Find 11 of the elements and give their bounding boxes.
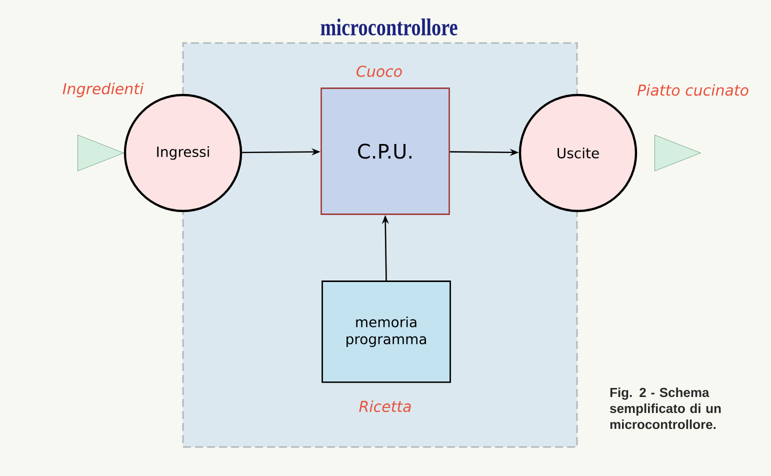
side-label: Cuoco: [356, 66, 402, 77]
processor-box: C.P.U.: [320, 88, 450, 215]
title: microcontrollore: [320, 18, 458, 36]
memory-box: memoria programma: [322, 280, 451, 383]
circle-node: Uscite: [518, 94, 638, 212]
side-label: Piatto cucinato: [637, 84, 748, 96]
triangle: [78, 134, 124, 172]
caption: Fig. 2 - Schema semplificato di un microcontrollore.: [610, 388, 721, 430]
side-label: Ricetta: [359, 400, 411, 412]
circle-node: Ingressi: [124, 94, 242, 212]
triangle: [654, 134, 701, 172]
